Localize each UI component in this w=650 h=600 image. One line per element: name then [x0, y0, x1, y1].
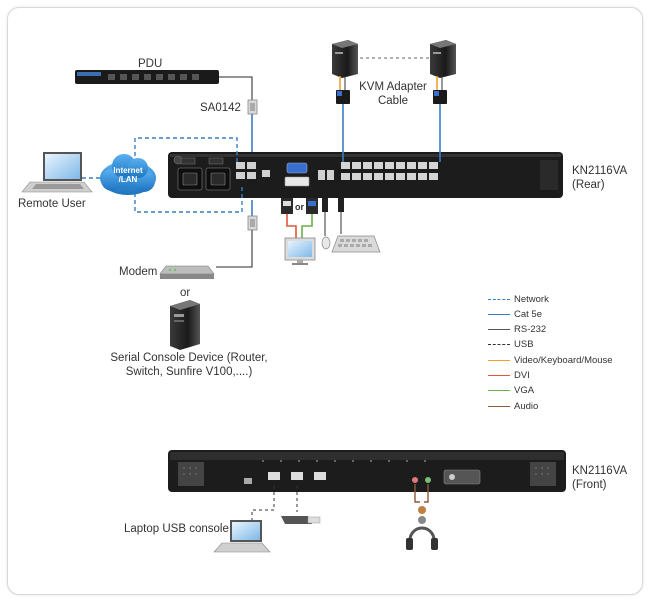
- serial-console-line2: Switch, Sunfire V100,....): [125, 366, 253, 378]
- server-tower-left-icon: [332, 40, 358, 78]
- pdu-device: [75, 70, 219, 84]
- legend-label-vkm: Video/Keyboard/Mouse: [514, 355, 613, 366]
- rear-model-label: KN2116VA: [572, 165, 628, 177]
- legend-swatch-rs232: [488, 328, 510, 330]
- kvm-adapter-cable-line1: KVM Adapter: [359, 81, 427, 93]
- legend-swatch-vga: [488, 389, 510, 391]
- kn2116va-rear-unit: [168, 152, 563, 198]
- legend-label-dvi: DVI: [514, 370, 530, 381]
- front-view-label: (Front): [572, 479, 607, 491]
- kvm-adapter-right: [433, 90, 447, 104]
- legend-label-rs232: RS-232: [514, 324, 547, 335]
- laptop-usb-dashed-link: [251, 486, 275, 522]
- legend-label-usb: USB: [514, 339, 534, 350]
- usb-plug-1: [322, 198, 328, 212]
- sa0142-adapter: [247, 99, 258, 115]
- legend-item-rs232: RS-232: [488, 324, 546, 336]
- dvi-connector: [281, 198, 293, 214]
- legend-label-vga: VGA: [514, 385, 535, 396]
- legend-swatch-usb: [488, 343, 510, 345]
- remote-user-label: Remote User: [18, 198, 86, 210]
- modem-adapter: [247, 215, 258, 231]
- server-tower-right-icon: [430, 40, 456, 78]
- legend-swatch-audio: [488, 405, 510, 407]
- laptop-usb-console-icon: [213, 520, 271, 553]
- vga-cable: [301, 214, 313, 238]
- legend-item-network: Network: [488, 294, 549, 306]
- audio-cable-1: [414, 484, 420, 503]
- legend-swatch-vkm: [488, 359, 510, 361]
- legend-swatch-cat5e: [488, 313, 510, 315]
- kvm-adapter-left: [336, 90, 350, 104]
- legend-swatch-network: [488, 298, 510, 300]
- pdu-cable: [219, 76, 253, 100]
- kvm-adapter-cable-line2: Cable: [377, 95, 409, 107]
- legend-item-vga: VGA: [488, 385, 534, 397]
- sa0142-label: SA0142: [200, 102, 241, 114]
- dvi-cable: [286, 214, 297, 238]
- modem-label: Modem: [119, 266, 158, 278]
- headset-icon: [406, 506, 438, 550]
- modem-rs232-cable: [216, 230, 253, 268]
- vga-connector: [306, 198, 318, 214]
- remote-user-laptop-icon: [21, 152, 93, 193]
- usb-flash-drive-icon: [281, 516, 321, 524]
- serial-console-tower-icon: [170, 300, 200, 350]
- legend-item-dvi: DVI: [488, 370, 530, 382]
- monitor-icon: [284, 237, 316, 265]
- audio-cable-2: [424, 484, 429, 503]
- usb-plug-2: [338, 198, 344, 212]
- or-label: or: [180, 287, 191, 299]
- kvm-adapter-cable-label: KVM Adapter Cable: [356, 80, 430, 108]
- network-dashed-link-2: [134, 186, 243, 213]
- rear-view-label: (Rear): [572, 179, 605, 191]
- legend-item-cat5e: Cat 5e: [488, 309, 542, 321]
- pdu-label: PDU: [138, 58, 163, 70]
- legend-item-vkm: Video/Keyboard/Mouse: [488, 355, 613, 367]
- internet-lan-label: Internet /LAN: [104, 166, 152, 184]
- serial-console-label: Serial Console Device (Router, Switch, S…: [104, 351, 274, 379]
- modem-icon: [159, 265, 215, 279]
- legend-label-audio: Audio: [514, 401, 539, 412]
- internet-lan-cloud: [100, 154, 156, 195]
- lan-label: /LAN: [118, 175, 138, 184]
- serial-console-line1: Serial Console Device (Router,: [110, 352, 268, 364]
- diagram-frame: [7, 7, 643, 595]
- legend-label-cat5e: Cat 5e: [514, 309, 542, 320]
- legend-item-usb: USB: [488, 339, 534, 351]
- internet-label: Internet: [113, 166, 143, 175]
- kn2116va-front-unit: [168, 450, 566, 492]
- legend-swatch-dvi: [488, 374, 510, 376]
- mouse-icon: [321, 236, 331, 250]
- laptop-usb-console-label: Laptop USB console: [124, 523, 229, 535]
- keyboard-icon: [331, 235, 381, 253]
- legend-item-audio: Audio: [488, 401, 538, 413]
- or-dvi-vga-label: or: [295, 202, 304, 212]
- front-model-label: KN2116VA: [572, 465, 628, 477]
- legend-label-network: Network: [514, 294, 549, 305]
